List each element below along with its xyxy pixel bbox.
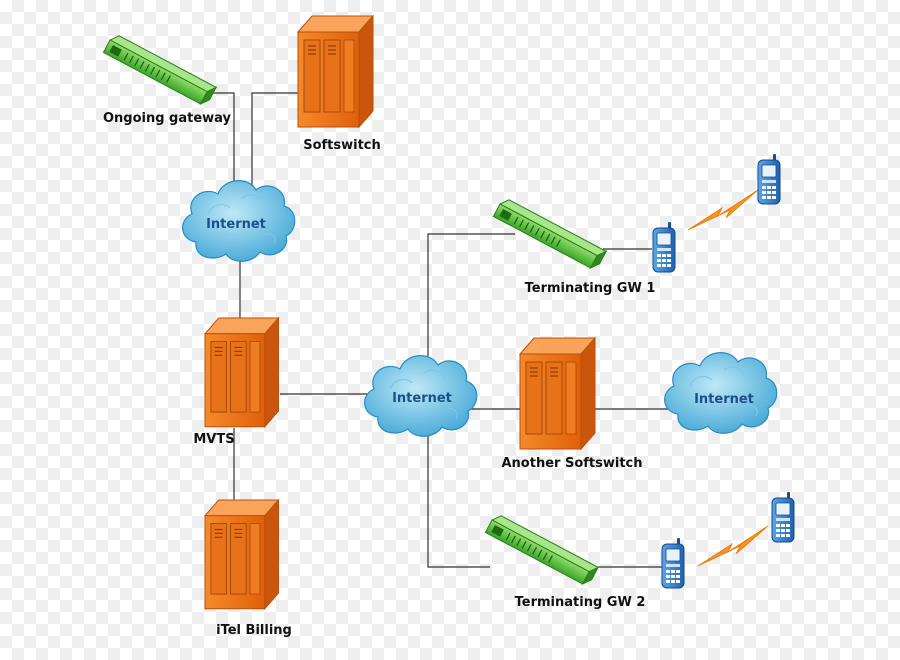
mobile-phone-icon bbox=[757, 153, 781, 205]
mobile-phone-icon bbox=[652, 221, 676, 273]
mobile-phone-icon bbox=[661, 537, 685, 589]
server-icon bbox=[204, 499, 279, 610]
lightning-icon bbox=[697, 525, 769, 567]
internet-cloud-center: Internet bbox=[364, 355, 478, 437]
gateway-icon bbox=[102, 32, 217, 108]
mvts: MVTS bbox=[193, 317, 279, 447]
server-icon bbox=[519, 337, 596, 450]
terminating-gw1: Terminating GW 1 bbox=[492, 196, 656, 296]
terminating-gw2-label: Terminating GW 2 bbox=[515, 595, 646, 610]
line-internet-gw2 bbox=[427, 430, 490, 568]
terminating-gw2: Terminating GW 2 bbox=[484, 512, 646, 610]
mobile-phone-icon bbox=[771, 491, 795, 543]
internet-center-label: Internet bbox=[392, 391, 452, 406]
server-icon bbox=[204, 317, 279, 428]
softswitch: Softswitch bbox=[297, 15, 381, 153]
line-internet-gw1 bbox=[427, 233, 515, 356]
internet-cloud-right: Internet bbox=[664, 352, 778, 434]
lightning-icon bbox=[687, 189, 759, 231]
itel-billing: iTel Billing bbox=[204, 499, 292, 638]
mobile-link-gw1 bbox=[652, 153, 781, 273]
line-gateway-internet bbox=[212, 92, 235, 198]
internet-cloud-top: Internet bbox=[182, 180, 296, 262]
terminating-gw1-label: Terminating GW 1 bbox=[525, 281, 656, 296]
ongoing-gateway-label: Ongoing gateway bbox=[103, 111, 232, 126]
connection-lines bbox=[212, 92, 670, 568]
gateway-icon bbox=[484, 512, 599, 588]
server-icon bbox=[297, 15, 374, 128]
line-softswitch-internet bbox=[251, 92, 300, 198]
ongoing-gateway: Ongoing gateway bbox=[102, 32, 232, 126]
another-softswitch: Another Softswitch bbox=[501, 337, 643, 471]
mobile-link-gw2 bbox=[661, 491, 795, 589]
itel-billing-label: iTel Billing bbox=[216, 623, 292, 638]
mvts-label: MVTS bbox=[193, 432, 234, 447]
another-softswitch-label: Another Softswitch bbox=[501, 456, 642, 471]
softswitch-label: Softswitch bbox=[303, 138, 381, 153]
internet-right-label: Internet bbox=[694, 392, 754, 407]
internet-top-label: Internet bbox=[206, 217, 266, 232]
